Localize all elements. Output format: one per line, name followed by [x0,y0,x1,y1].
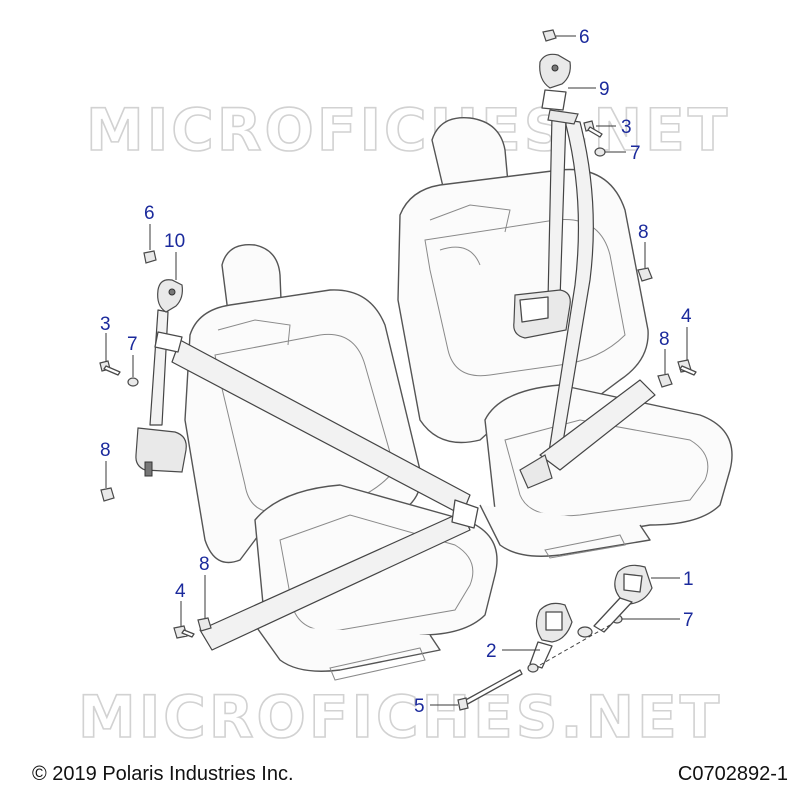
nut-6-left [143,250,157,264]
callout-3-left: 3 [100,314,111,362]
bolt-5 [457,669,523,711]
callout-7-buckle: 7 [622,610,694,631]
nut-6-right [542,29,557,42]
nut-8-right-upper [637,267,653,282]
callout-number: 7 [630,143,641,164]
callout-number: 8 [638,222,649,243]
nut-8-left-lower [197,617,212,632]
bolt-3-right [583,120,603,138]
washer-7-left [127,377,139,387]
callout-number: 4 [175,581,186,602]
callout-1: 1 [651,569,694,590]
callout-number: 2 [486,641,497,662]
callout-8-left-lower: 8 [199,554,210,618]
callout-8-right-lower: 8 [659,329,670,374]
copyright-text: © 2019 Polaris Industries Inc. [32,763,294,785]
callout-number: 10 [164,231,185,252]
drawing-number: C0702892-1 [677,763,788,785]
bolt-3-left [99,360,121,376]
callout-number: 8 [199,554,210,575]
callout-number: 8 [100,440,111,461]
watermark-bottom: MICROFICHES.NET [78,683,722,751]
buckle-2 [527,602,573,673]
callout-number: 3 [100,314,111,335]
callout-number: 8 [659,329,670,350]
callout-7-right: 7 [605,143,641,164]
callout-9: 9 [568,79,610,100]
callout-number: 7 [127,334,138,355]
callout-4-left: 4 [175,581,186,626]
callout-number: 6 [144,203,155,224]
callout-3-right: 3 [596,117,632,138]
callout-10: 10 [164,231,185,280]
callout-6-right: 6 [556,27,590,48]
callout-number: 4 [681,306,692,327]
washer-7-right [594,147,606,157]
bolt-4-right [677,359,697,376]
callout-number: 5 [414,696,425,717]
nut-8-left-upper [100,487,115,502]
left-lap-belt [199,511,471,651]
watermark-top: MICROFICHES.NET [86,96,730,164]
bolt-4-left [173,625,195,639]
callout-number: 1 [683,569,694,590]
callout-7-left: 7 [127,334,138,377]
buckle-1 [577,564,653,638]
callout-number: 6 [579,27,590,48]
callout-6-left: 6 [144,203,155,250]
left-guide-loop [157,279,183,313]
nut-8-right-lower [657,373,673,388]
callout-8-right-upper: 8 [638,222,649,268]
callout-4-right: 4 [681,306,692,360]
callout-5: 5 [414,696,458,717]
callout-number: 9 [599,79,610,100]
left-retractor [135,427,187,473]
callout-8-left-upper: 8 [100,440,111,488]
callout-2: 2 [486,641,540,662]
callout-number: 3 [621,117,632,138]
callout-number: 7 [683,610,694,631]
